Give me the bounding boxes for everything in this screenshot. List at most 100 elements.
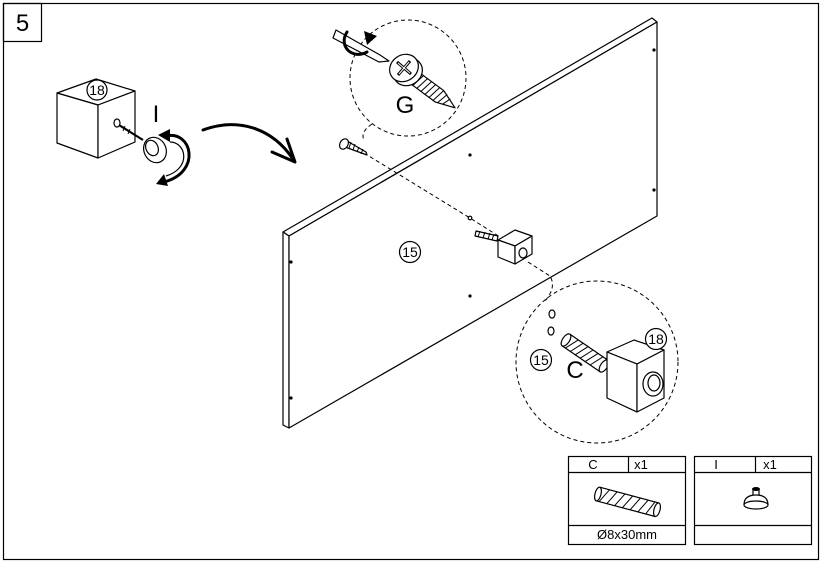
cube-label-circle	[86, 79, 108, 101]
step-number-border	[2, 2, 43, 43]
cap-rotation-arrow	[162, 133, 191, 184]
cap-body	[143, 136, 167, 164]
cap-label: I	[153, 101, 160, 128]
panel-hole	[289, 396, 293, 400]
detail-cube: 18	[606, 327, 668, 413]
step-number-box: 5	[2, 2, 43, 43]
parts-table-item-c: C x1 Ø8x30mm	[567, 455, 687, 546]
cube-label: 18	[89, 82, 105, 98]
panel-dowel-groove	[491, 233, 495, 241]
panel-dowel	[474, 230, 499, 242]
panel-screw-thread	[356, 146, 360, 153]
table-dowel-end	[652, 502, 662, 518]
screwdriver-rotation-arrow	[342, 30, 369, 56]
step-number: 5	[16, 10, 29, 37]
movement-arrow-head	[270, 137, 297, 164]
parts-card-letter: C	[588, 457, 597, 472]
parts-card-quantity: x1	[634, 457, 648, 472]
dowel-detail-outline	[515, 280, 679, 444]
screw-detail-tail	[362, 123, 373, 141]
table-dowel-end	[593, 486, 603, 502]
panel-face	[288, 21, 658, 429]
parts-card-border	[567, 455, 687, 546]
panel-hole	[652, 48, 656, 52]
table-dowel-groove	[621, 495, 634, 509]
movement-arrow-icon	[201, 123, 297, 164]
screw-head-slot-highlight	[398, 61, 410, 75]
panel-screw-head	[338, 138, 350, 150]
table-dowel-groove	[637, 499, 649, 513]
panel-hole	[467, 215, 473, 221]
rotation-arrowhead-icon	[364, 31, 377, 45]
dowel-detail-magnifier: 15 C 18	[515, 280, 679, 444]
panel-cube-side-face	[514, 235, 533, 265]
screw-icon	[389, 53, 456, 109]
screwdriver-icon	[332, 29, 390, 63]
panel-dowel-groove	[482, 231, 486, 239]
cap-pin	[118, 124, 144, 141]
panel-hole	[468, 153, 472, 157]
cap-pin-thread	[122, 125, 126, 132]
cap-icon	[743, 487, 769, 510]
panel-cube	[497, 229, 533, 265]
screw-label: G	[396, 92, 415, 119]
dowel-groove	[565, 339, 579, 349]
dowel-groove	[574, 346, 589, 356]
dowel-groove	[570, 342, 584, 352]
parts-card-quantity: x1	[763, 457, 777, 472]
panel-dowel-groove	[487, 232, 491, 240]
panel-dowel-groove	[477, 230, 481, 238]
table-dowel-groove	[598, 489, 610, 502]
cap-rotation-arrow-inner	[165, 141, 185, 177]
panel-screw	[338, 138, 368, 156]
dowel-icon	[593, 486, 662, 518]
panel-screw-thread	[360, 148, 364, 155]
panel-hole	[289, 260, 293, 264]
dowel-label: C	[566, 357, 583, 384]
detail-panel-label-circle	[529, 348, 553, 372]
panel-cube-hole	[518, 247, 528, 259]
cube-with-cap: 18 I	[56, 78, 191, 186]
panel-label: 15	[402, 244, 418, 260]
screw-thread	[437, 94, 448, 103]
panel-hole	[652, 188, 656, 192]
parts-card-size: Ø8x30mm	[597, 527, 657, 542]
table-dowel-groove	[606, 491, 618, 504]
parts-card-border	[693, 455, 813, 546]
table-dowel-groove	[614, 493, 626, 507]
screw-thread	[416, 77, 429, 90]
screw-thread	[428, 86, 441, 99]
detail-panel-hole	[547, 326, 555, 336]
detail-panel-hole	[548, 309, 556, 319]
screw-thread	[442, 98, 451, 105]
alignment-line	[363, 152, 501, 238]
table-dowel-groove	[645, 501, 656, 515]
dowel-icon	[560, 333, 610, 373]
cap-pin-thread	[127, 128, 131, 135]
screw-thread	[420, 80, 433, 93]
table-dowel-groove	[629, 497, 641, 511]
screw-thread	[424, 83, 437, 96]
panel-label-circle	[398, 240, 422, 264]
rotation-arrowhead-icon	[156, 174, 168, 186]
screwdriver-shaft	[332, 29, 390, 63]
dowel-groove	[584, 352, 599, 363]
panel-left-edge	[282, 231, 290, 429]
screw-detail-magnifier: G	[332, 19, 467, 141]
panel-screw-thread	[348, 141, 352, 149]
dowel-groove	[579, 349, 594, 359]
cube-hole	[113, 118, 121, 128]
detail-panel-label: 15	[533, 352, 549, 368]
rotation-arrowhead-icon	[158, 129, 170, 142]
parts-table-item-i: I x1	[693, 455, 813, 546]
panel-hole	[468, 294, 472, 298]
movement-arrow-curve	[201, 123, 295, 161]
detail-cube-label: 18	[648, 331, 664, 347]
detail-leader-line	[527, 261, 553, 303]
cube-front-face	[56, 92, 99, 159]
dowel-end	[560, 333, 572, 347]
dowel-groove	[589, 356, 604, 366]
table-cap-pin-head	[752, 487, 760, 491]
